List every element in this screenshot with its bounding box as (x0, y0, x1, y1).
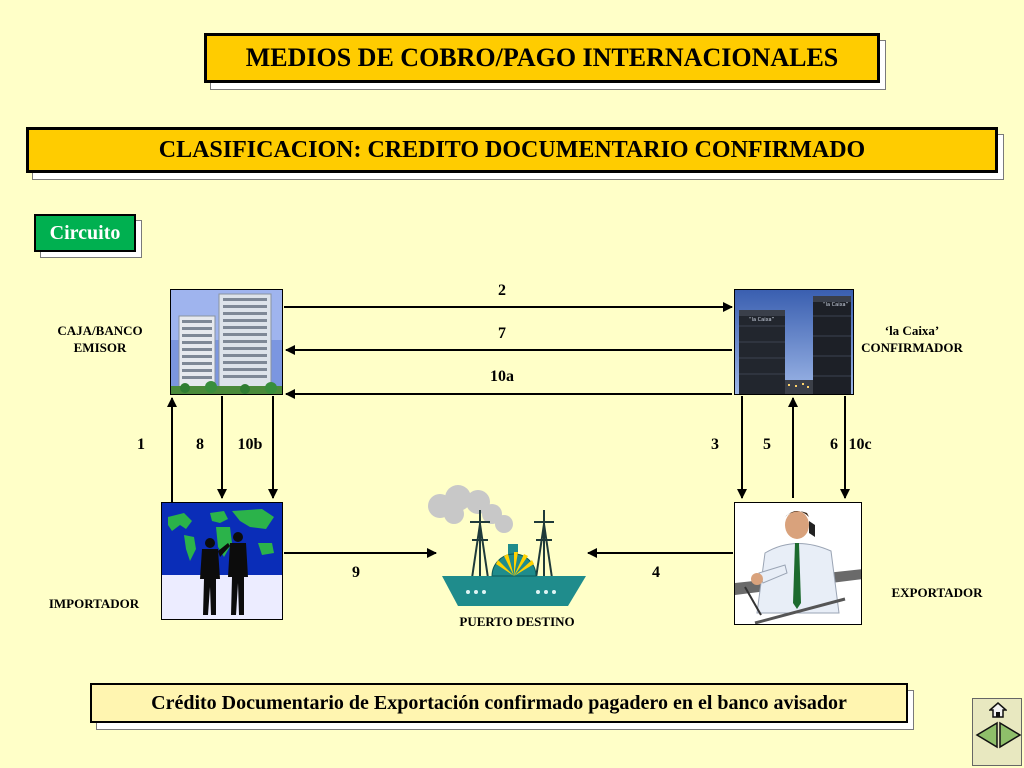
right-arrow-icon[interactable] (998, 721, 1022, 749)
importer-label: IMPORTADOR (48, 596, 140, 611)
step-7: 7 (498, 325, 506, 342)
bank-sign-right: “la Caixa” (823, 302, 849, 308)
issuing-bank-label: CAJA/BANCO EMISOR (57, 323, 143, 355)
page-subtitle: CLASIFICACION: CREDITO DOCUMENTARIO CONF… (26, 127, 998, 173)
ship-icon (426, 484, 590, 610)
exporter-label: EXPORTADOR (891, 585, 983, 600)
step-1: 1 (137, 436, 145, 453)
step-3: 3 (711, 436, 719, 453)
twin-towers-icon: “la Caixa” “la Caixa” (734, 289, 854, 395)
step-2: 2 (498, 282, 506, 299)
circuit-label: Circuito (34, 214, 136, 252)
step-4: 4 (652, 564, 660, 581)
confirming-bank-label: ‘la Caixa’ CONFIRMADOR (861, 323, 963, 355)
step-10c: 10c (848, 436, 872, 453)
step-10b: 10b (237, 436, 263, 453)
bank-sign-left: “la Caixa” (749, 317, 775, 323)
left-arrow-icon[interactable] (975, 721, 999, 749)
step-10a: 10a (490, 368, 514, 385)
port-label: PUERTO DESTINO (459, 614, 575, 629)
step-5: 5 (763, 436, 771, 453)
step-6: 6 (830, 436, 838, 453)
step-9: 9 (352, 564, 360, 581)
nav-panel (972, 698, 1022, 766)
page-title: MEDIOS DE COBRO/PAGO INTERNACIONALES (204, 33, 880, 83)
office-buildings-icon (170, 289, 283, 395)
world-map-people-icon (161, 502, 283, 620)
home-icon[interactable] (989, 701, 1007, 719)
footer-caption: Crédito Documentario de Exportación conf… (90, 683, 908, 723)
step-8: 8 (196, 436, 204, 453)
businessman-phone-icon (734, 502, 862, 625)
